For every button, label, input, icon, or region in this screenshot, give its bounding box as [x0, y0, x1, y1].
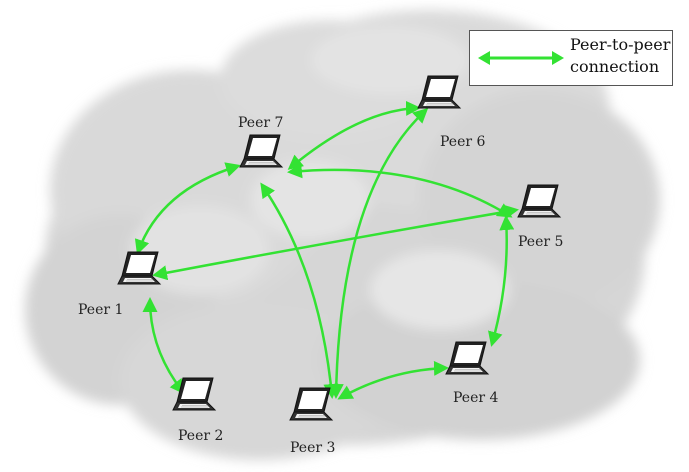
laptop-icon-p1 [117, 251, 162, 285]
peer-label-p6: Peer 6 [440, 134, 486, 150]
legend-line-1: Peer-to-peer [570, 35, 671, 54]
connection-p7-p3 [260, 182, 339, 399]
laptop-icon-p3 [289, 387, 334, 421]
double-arrow-icon [478, 51, 564, 65]
peer-label-p1: Peer 1 [78, 302, 124, 318]
connection-p5-p4 [488, 215, 515, 347]
legend: Peer-to-peer connection [469, 30, 673, 86]
laptop-icon-p2 [172, 377, 217, 411]
connection-p1-p2 [142, 297, 185, 395]
legend-text: Peer-to-peer connection [570, 34, 670, 78]
connection-p3-p4 [337, 360, 449, 400]
peer-label-p3: Peer 3 [290, 440, 336, 456]
peers [117, 75, 562, 421]
peer-label-p7: Peer 7 [238, 115, 284, 131]
connections [134, 100, 519, 400]
peer-label-p4: Peer 4 [453, 390, 499, 406]
legend-line-2: connection [570, 57, 660, 76]
connection-p6-p3 [328, 107, 429, 399]
connection-p1-p7 [134, 162, 241, 255]
laptop-icon-p5 [517, 184, 562, 218]
laptop-icon-p4 [445, 341, 490, 375]
laptop-icon-p6 [417, 75, 462, 109]
laptop-icon-p7 [239, 134, 284, 168]
peer-label-p2: Peer 2 [178, 428, 224, 444]
peer-label-p5: Peer 5 [518, 234, 564, 250]
